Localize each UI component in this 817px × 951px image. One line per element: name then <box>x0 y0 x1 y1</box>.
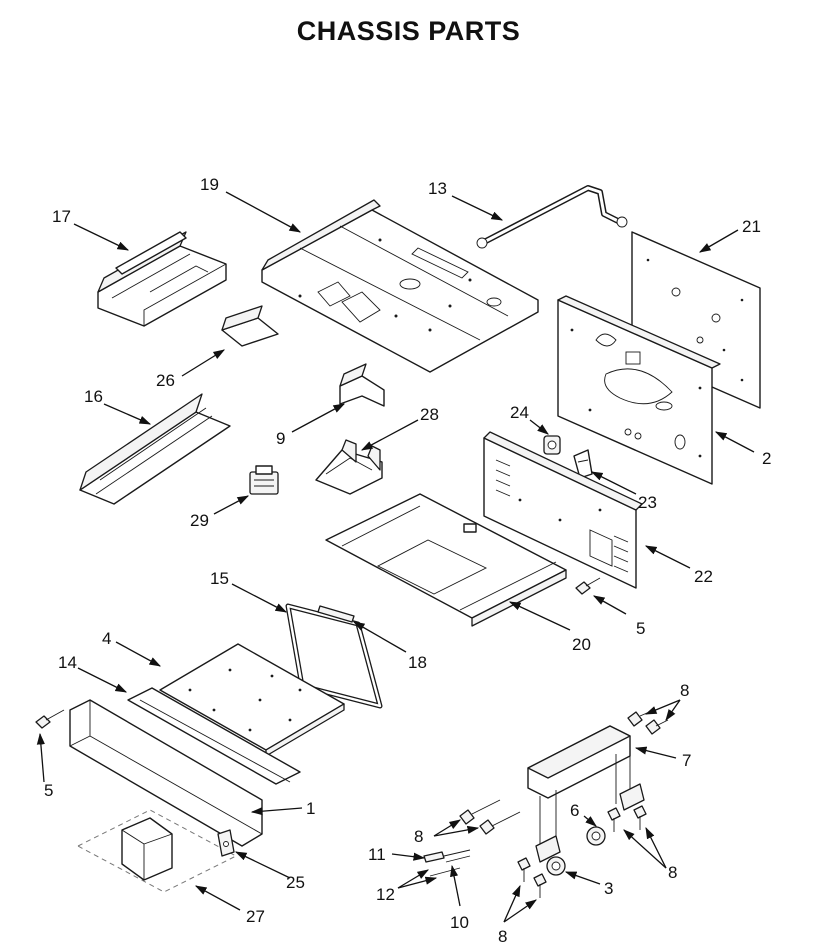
part-1-front-panel <box>69 699 263 847</box>
callout-8-top: 8 <box>680 681 689 700</box>
part-6-valve <box>586 826 606 846</box>
callout-27: 27 <box>246 907 265 926</box>
callout-6: 6 <box>570 801 579 820</box>
callout-12: 12 <box>376 885 395 904</box>
part-18-strip <box>317 605 355 623</box>
callout-18: 18 <box>408 653 427 672</box>
callout-3: 3 <box>604 879 613 898</box>
callout-14: 14 <box>58 653 77 672</box>
callout-8-mid-right: 8 <box>668 863 677 882</box>
callout-11: 11 <box>368 845 386 864</box>
callout-22: 22 <box>694 567 713 586</box>
callout-13: 13 <box>428 179 447 198</box>
callout-5-right: 5 <box>636 619 645 638</box>
callout-29: 29 <box>190 511 209 530</box>
part-28-bracket <box>315 439 383 495</box>
callout-9: 9 <box>276 429 285 448</box>
callout-5-left: 5 <box>44 781 53 800</box>
callout-8-mid-left: 8 <box>414 827 423 846</box>
callout-28: 28 <box>420 405 439 424</box>
part-26-bracket <box>221 305 279 347</box>
part-24-switch <box>543 435 561 455</box>
callout-1: 1 <box>306 799 315 818</box>
part-29-connector <box>249 465 279 495</box>
part-9-bracket <box>339 363 385 407</box>
part-19-top-panel <box>261 199 539 373</box>
callout-25: 25 <box>286 873 305 892</box>
part-4-plate <box>159 643 345 757</box>
callout-26: 26 <box>156 371 175 390</box>
page-title: CHASSIS PARTS <box>296 16 521 46</box>
callout-21: 21 <box>742 217 761 236</box>
part-27-bracket-box <box>76 809 238 893</box>
callout-4: 4 <box>102 629 111 648</box>
callout-20: 20 <box>572 635 591 654</box>
callout-labels: 17 19 13 21 26 16 9 28 24 2 23 29 22 15 … <box>44 175 771 946</box>
callout-15: 15 <box>210 569 229 588</box>
callout-19: 19 <box>200 175 219 194</box>
part-16-rail <box>79 393 231 505</box>
callout-8-bottom: 8 <box>498 927 507 946</box>
callout-2: 2 <box>762 449 771 468</box>
callout-7: 7 <box>682 751 691 770</box>
part-25-tab <box>217 829 235 857</box>
part-17-tray <box>97 231 227 327</box>
part-11-12-10-wire <box>423 849 471 877</box>
part-14-trim <box>127 687 301 785</box>
callout-17: 17 <box>52 207 71 226</box>
part-13-gas-tube <box>476 185 628 249</box>
part-22-side-panel <box>483 431 643 589</box>
part-2-rear-panel <box>557 295 721 485</box>
part-15-gasket <box>285 603 383 709</box>
leader-lines <box>36 191 755 923</box>
part-8-screws <box>459 709 669 898</box>
part-3-valve <box>546 856 566 876</box>
part-20-bottom-tray <box>325 493 567 627</box>
callout-16: 16 <box>84 387 103 406</box>
part-5-screw-right <box>575 577 601 595</box>
part-5-screw-left <box>35 709 65 729</box>
callout-10: 10 <box>450 913 469 932</box>
part-7-burner-box <box>527 725 645 863</box>
callout-23: 23 <box>638 493 657 512</box>
callout-24: 24 <box>510 403 529 422</box>
